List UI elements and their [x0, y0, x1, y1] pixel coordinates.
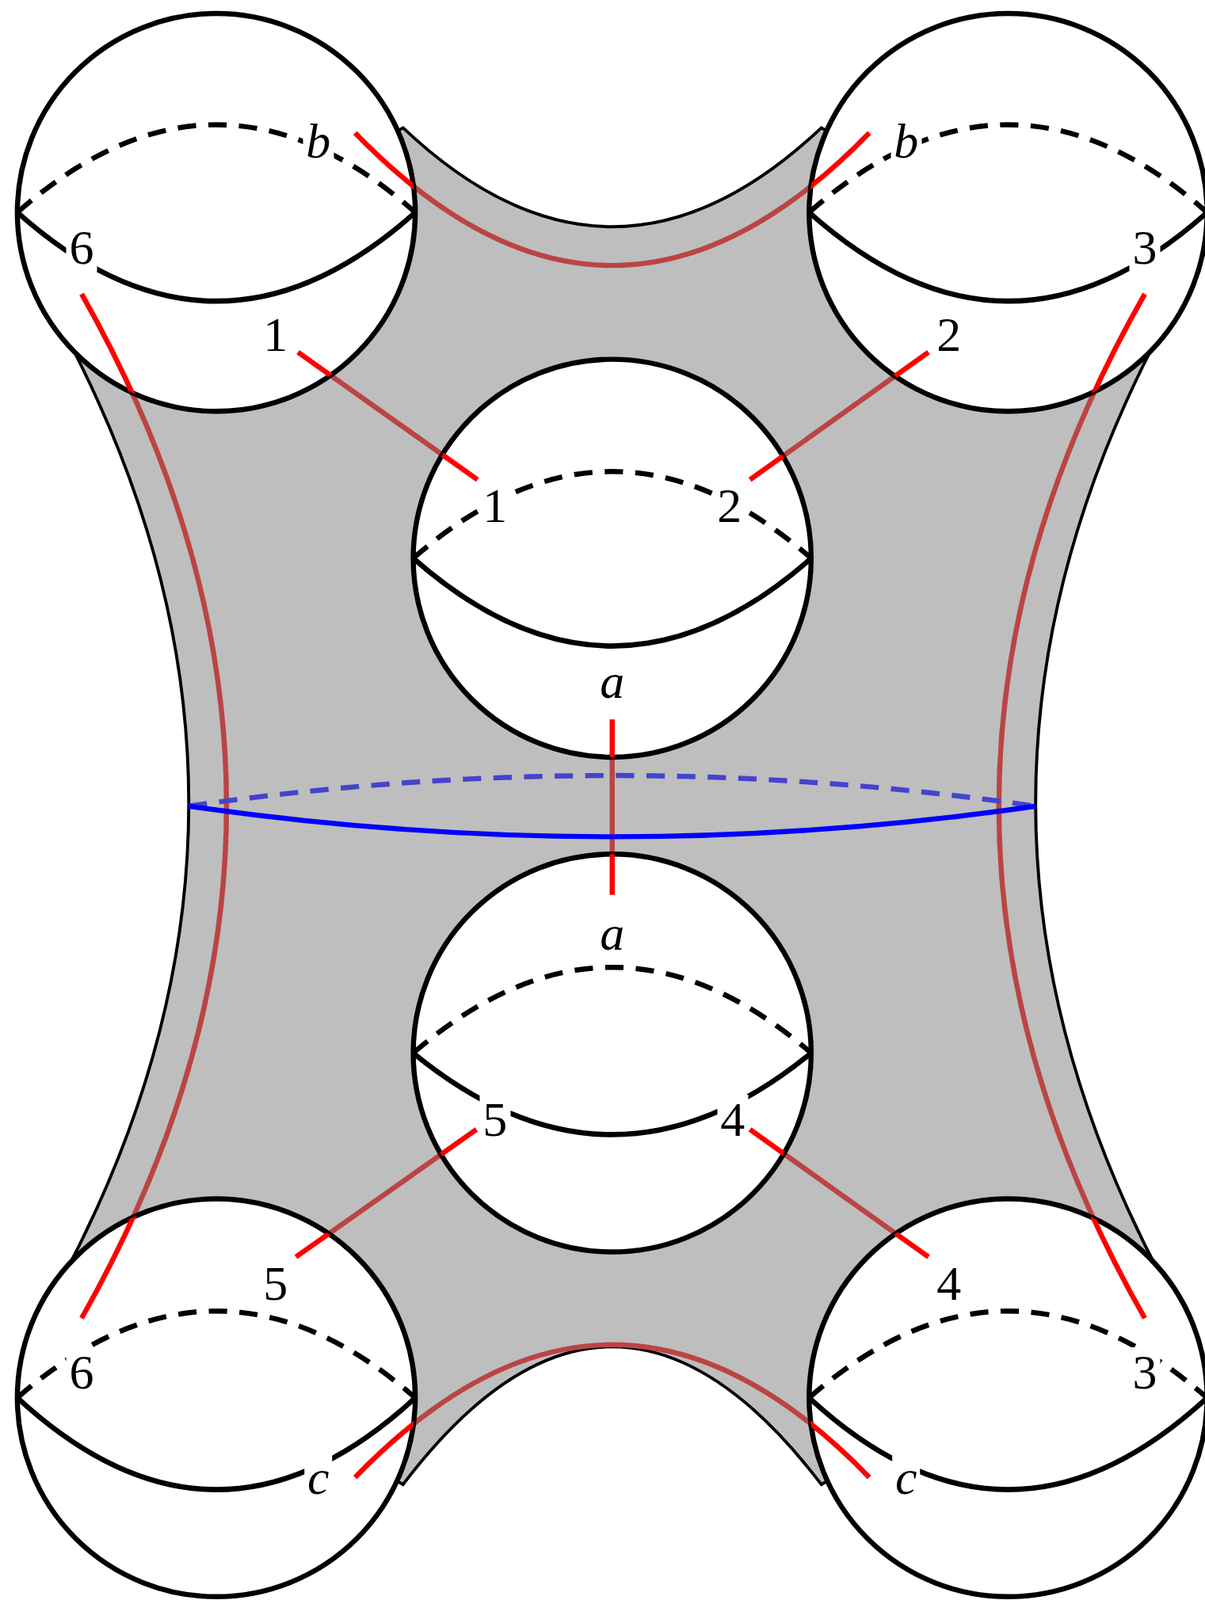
edge-label: 3	[1129, 1347, 1161, 1397]
edge-label: 1	[479, 480, 511, 531]
edge-label: a	[596, 656, 628, 706]
edge-label: 1	[259, 309, 291, 359]
edge-label: 6	[66, 222, 98, 272]
edge-label: a	[596, 908, 628, 958]
edge-label: 6	[66, 1347, 98, 1397]
edge-label: 3	[1129, 222, 1161, 272]
edge-label: 2	[933, 309, 965, 359]
edge-label: 4	[716, 1094, 748, 1144]
edge-label: 5	[479, 1094, 511, 1144]
red-curves-bright	[81, 133, 1145, 1478]
edge-label: b	[890, 116, 922, 166]
sphere-equators	[17, 124, 1205, 1490]
edge-label: 2	[713, 480, 745, 531]
edge-label: c	[304, 1452, 333, 1503]
edge-label: b	[302, 116, 334, 166]
edge-label: 5	[259, 1258, 291, 1308]
edge-label: c	[892, 1452, 921, 1503]
blue-circle	[188, 775, 1036, 837]
spheres	[17, 13, 1205, 1598]
edge-label: 4	[933, 1258, 965, 1308]
